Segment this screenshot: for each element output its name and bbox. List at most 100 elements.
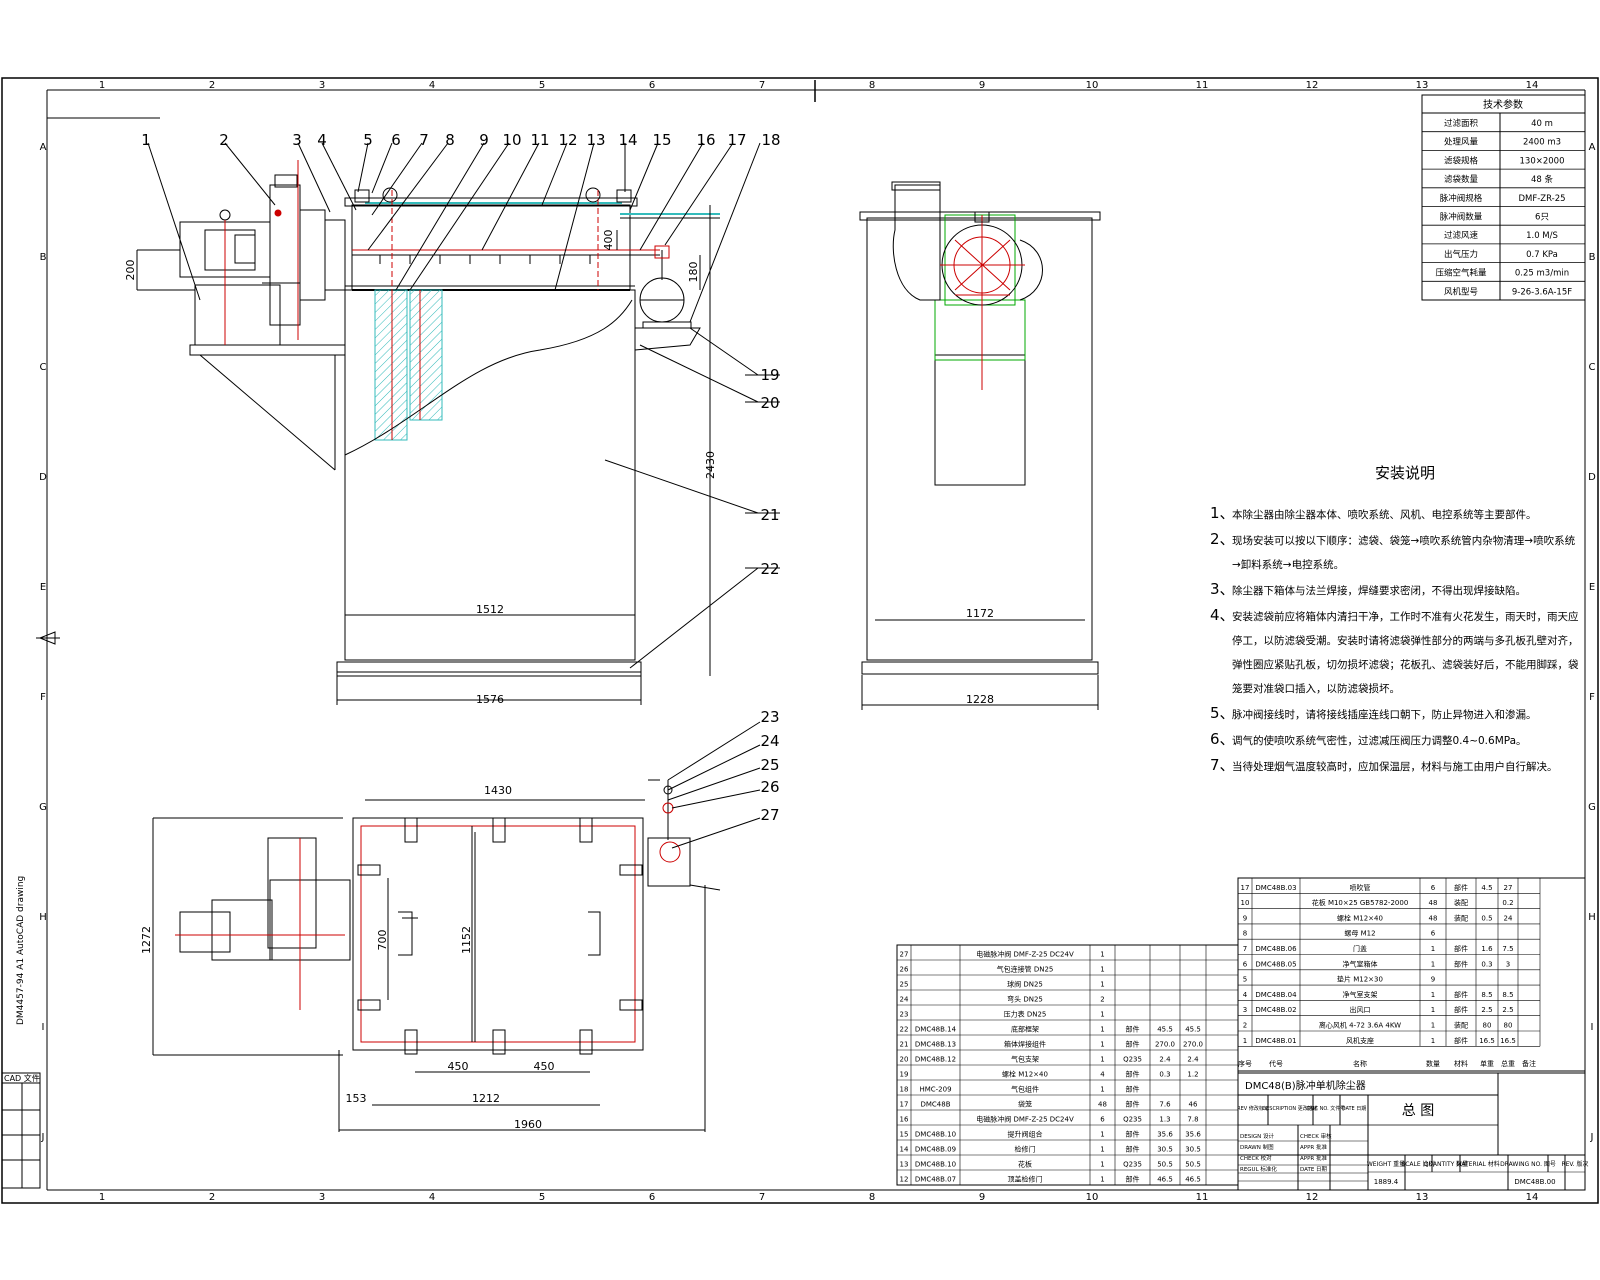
parts-header: 代号	[1269, 1059, 1283, 1068]
sign-label: DATE 日期	[1300, 1166, 1328, 1173]
drawing-number: DMC48B.00	[1514, 1178, 1555, 1186]
dimension-label: 1172	[966, 607, 994, 620]
parts-cell: 23	[900, 1011, 909, 1019]
note-number: 7、	[1210, 756, 1235, 774]
note-number: 6、	[1210, 730, 1235, 748]
parts-cell: DMC48B.13	[915, 1041, 956, 1049]
tech-param-value: 48 条	[1531, 174, 1554, 185]
column-label-bottom: 8	[869, 1192, 875, 1203]
parts-cell: 46	[1189, 1101, 1198, 1109]
clean-air-chamber	[351, 204, 631, 291]
row-label-right: E	[1589, 582, 1595, 593]
parts-cell: 7	[1243, 945, 1247, 953]
parts-cell: 部件	[1126, 1130, 1140, 1139]
sign-label: CHECK 校对	[1240, 1154, 1272, 1162]
tech-param-name: 过滤风速	[1444, 230, 1479, 241]
parts-cell: 1.3	[1159, 1116, 1170, 1124]
parts-cell: 46.5	[1185, 1176, 1201, 1184]
tech-param-value: 1.0 M/S	[1526, 231, 1558, 241]
callout-number: 27	[760, 806, 779, 824]
dimension-label: 1576	[476, 693, 504, 706]
sign-label: REGUL 标准化	[1240, 1165, 1277, 1173]
parts-cell: 45.5	[1185, 1026, 1201, 1034]
parts-cell: 7.8	[1187, 1116, 1198, 1124]
parts-cell: 装配	[1454, 913, 1468, 922]
parts-cell: 24	[1504, 914, 1513, 922]
row-label-left: C	[40, 362, 47, 373]
parts-cell: 1	[1431, 1037, 1435, 1045]
column-label-bottom: 3	[319, 1192, 325, 1203]
parts-cell: 27	[900, 951, 909, 959]
parts-cell: 螺栓 M12×40	[1337, 913, 1383, 922]
sign-label: APPR 批准	[1300, 1143, 1327, 1151]
notes-list: 1、本除尘器由除尘器本体、喷吹系统、风机、电控系统等主要部件。2、现场安装可以按…	[1210, 501, 1580, 779]
row-label-left: G	[39, 802, 47, 813]
dimension-label: 1512	[476, 603, 504, 616]
dimension-label: 180	[687, 262, 700, 283]
parts-cell: 气包连接管 DN25	[997, 965, 1054, 974]
parts-cell: 6	[1100, 1116, 1105, 1124]
note-number: 4、	[1210, 606, 1235, 624]
parts-cell: DMC48B.12	[915, 1056, 956, 1064]
dimension-label: 153	[346, 1092, 367, 1105]
parts-cell: 9	[1243, 914, 1247, 922]
note-item: 2、现场安装可以按以下顺序：滤袋、袋笼→喷吹系统管内杂物清理→喷吹系统→卸料系统…	[1210, 527, 1580, 577]
row-label-right: F	[1589, 692, 1595, 703]
parts-cell: 16	[900, 1116, 909, 1124]
parts-header: 名称	[1353, 1059, 1367, 1068]
parts-cell: 袋笼	[1018, 1100, 1032, 1109]
row-label-right: J	[1590, 1132, 1594, 1143]
parts-cell: 4	[1243, 991, 1248, 999]
dimension-label: 1272	[140, 926, 153, 954]
parts-cell: 箱体焊接组件	[1004, 1040, 1046, 1049]
parts-cell: 7.5	[1502, 945, 1513, 953]
parts-cell: 48	[1429, 899, 1438, 907]
column-label-bottom: 2	[209, 1192, 215, 1203]
parts-cell: 3	[1506, 960, 1510, 968]
parts-cell: 0.3	[1481, 960, 1492, 968]
parts-cell: 35.6	[1157, 1131, 1173, 1139]
parts-cell: 3	[1243, 1006, 1247, 1014]
parts-cell: DMC48B.07	[915, 1176, 956, 1184]
sheet-border	[1, 77, 1599, 1204]
info-header: REV. 版次	[1561, 1160, 1588, 1168]
parts-cell: 门盖	[1353, 944, 1367, 953]
info-header: MATERIAL 材料	[1456, 1160, 1500, 1168]
parts-cell: 2.4	[1187, 1056, 1199, 1064]
tech-param-value: 130×2000	[1520, 156, 1565, 166]
parts-cell: Q235	[1123, 1056, 1142, 1064]
parts-cell: 0.2	[1502, 899, 1513, 907]
parts-cell: 部件	[1454, 1005, 1468, 1014]
dimension-label: 1212	[472, 1092, 500, 1105]
parts-cell: 球阀 DN25	[1007, 980, 1043, 989]
parts-cell: 部件	[1126, 1025, 1140, 1034]
parts-cell: 1	[1431, 1006, 1435, 1014]
parts-cell: 6	[1243, 960, 1248, 968]
drawing-name: 总 图	[1402, 1103, 1434, 1119]
column-label-top: 6	[649, 80, 655, 91]
parts-cell: DMC48B.01	[1255, 1037, 1296, 1045]
column-label-bottom: 9	[979, 1192, 985, 1203]
parts-cell: 18	[900, 1086, 909, 1094]
parts-cell: 22	[900, 1026, 909, 1034]
column-label-bottom: 7	[759, 1192, 765, 1203]
parts-cell: 1	[1100, 1026, 1104, 1034]
parts-cell: 喷吹管	[1350, 883, 1371, 892]
callout-number: 7	[419, 131, 429, 149]
callout-number: 19	[760, 366, 779, 384]
product-name: DMC48(B)脉冲单机除尘器	[1245, 1079, 1366, 1092]
weight-value: 1889.4	[1374, 1178, 1399, 1186]
parts-cell: DMC48B.10	[915, 1131, 956, 1139]
parts-cell: Q235	[1123, 1116, 1142, 1124]
parts-cell: 离心风机 4-72 3.6A 4KW	[1319, 1021, 1401, 1030]
note-text: 调气的使喷吹系统气密性，过滤减压阀压力调整0.4~0.6MPa。	[1232, 735, 1527, 747]
parts-cell: 1	[1100, 1176, 1104, 1184]
parts-cell: 1	[1100, 951, 1104, 959]
parts-cell: 30.5	[1157, 1146, 1173, 1154]
side-label: DM4457-94 A1 AutoCAD drawing	[16, 875, 26, 1025]
callout-number: 16	[696, 131, 715, 149]
